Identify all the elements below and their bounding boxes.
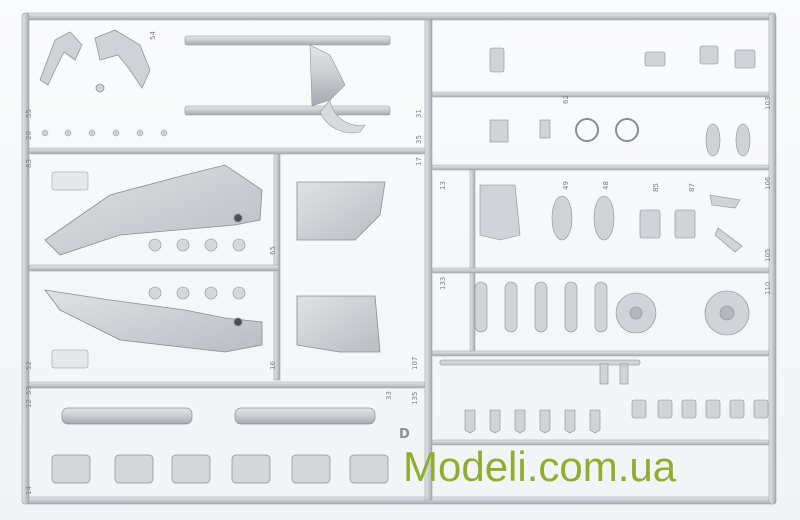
panel-parts	[296, 181, 386, 353]
part-number-label: 48	[602, 181, 610, 190]
part-number-label: 62	[562, 95, 570, 104]
part-number-label: 16	[269, 361, 277, 370]
part-number-label: 49	[562, 181, 570, 190]
part-number-label: 53	[25, 386, 33, 395]
part-number-label: 12	[25, 399, 33, 408]
right-middle-parts	[479, 184, 743, 253]
part-number-label: 63	[25, 159, 33, 168]
part-number-label: 35	[415, 135, 423, 144]
part-number-label: 103	[764, 96, 772, 110]
truss-arm-parts	[44, 164, 263, 353]
sprue-letter: D	[399, 427, 410, 442]
tube-parts	[61, 407, 376, 425]
part-number-label: 135	[411, 391, 419, 405]
part-number-label: 20	[25, 131, 33, 140]
right-lower-parts	[474, 281, 750, 336]
claw-parts	[39, 29, 151, 93]
disc-parts	[148, 238, 246, 300]
part-number-label: 133	[439, 276, 447, 290]
long-arm-parts	[184, 35, 391, 134]
box-parts	[51, 454, 389, 484]
part-number-label: 106	[764, 176, 772, 190]
part-number-label: 17	[415, 157, 423, 166]
part-number-label: 107	[411, 356, 419, 370]
part-number-label: 31	[415, 109, 423, 118]
watermark-text: Modeli.com.ua	[403, 443, 677, 490]
right-small-parts	[489, 45, 756, 157]
inner-runners	[28, 91, 770, 446]
part-number-label: 85	[652, 183, 660, 192]
part-number-label: 87	[688, 183, 696, 192]
part-number-label: 110	[764, 281, 772, 295]
part-number-label: 14	[25, 486, 33, 495]
part-number-label: 13	[439, 181, 447, 190]
part-number-label: 52	[25, 361, 33, 370]
peg-parts	[41, 129, 168, 369]
part-number-label: 105	[764, 248, 772, 262]
part-number-label: 33	[385, 391, 393, 400]
part-number-label: 54	[149, 31, 157, 40]
right-bottom-parts	[439, 359, 769, 434]
part-number-label: 55	[25, 109, 33, 118]
part-number-label: 65	[269, 246, 277, 255]
